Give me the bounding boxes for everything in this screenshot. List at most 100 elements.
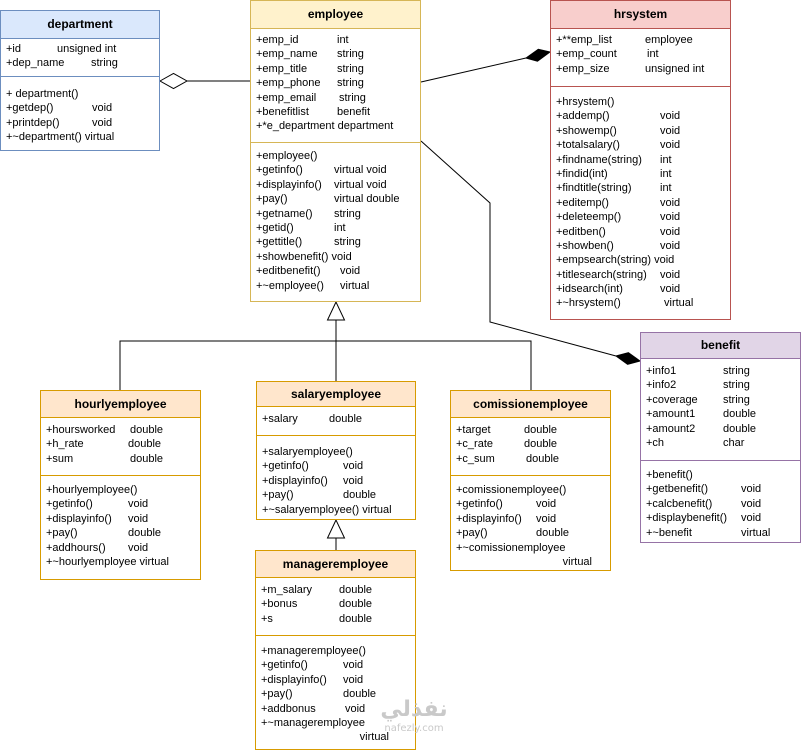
method: +getbenefit() void bbox=[646, 482, 800, 496]
attribute-type: benefit bbox=[337, 105, 371, 118]
method-name: +getinfo() bbox=[262, 460, 309, 473]
method-name: +displaybenefit() bbox=[646, 512, 728, 525]
method-name: +~employee() bbox=[256, 279, 324, 292]
attribute-name: +target bbox=[456, 424, 491, 436]
method: +editben()void bbox=[556, 225, 730, 239]
attribute-type: double bbox=[723, 408, 757, 421]
generalization-line-subclasses-employee bbox=[119, 340, 532, 390]
method-return-type: double bbox=[343, 688, 377, 701]
attribute-type: string bbox=[723, 379, 750, 392]
method-name: +~benefit bbox=[646, 526, 692, 539]
method-list: +hrsystem() +addemp()void +showemp()void… bbox=[551, 86, 730, 314]
attribute-type: double bbox=[128, 438, 162, 451]
attribute-type: double bbox=[329, 413, 363, 425]
attribute-type: string bbox=[91, 57, 118, 70]
attribute-name: +emp_name bbox=[256, 48, 318, 61]
attribute-name: +coverage bbox=[646, 393, 698, 406]
method-return-type: void bbox=[741, 483, 762, 496]
method: +findname(string)int bbox=[556, 153, 730, 167]
attribute-name: +hoursworked bbox=[46, 424, 116, 436]
attribute: +amount1 double bbox=[646, 407, 800, 421]
method-name: +idsearch(int) bbox=[556, 283, 623, 296]
attribute-type: double bbox=[339, 584, 373, 596]
method: +displayinfo()void bbox=[46, 512, 200, 526]
method-name: +findname(string) bbox=[556, 153, 642, 166]
method-name: +getinfo() bbox=[261, 659, 308, 672]
attribute-type: string bbox=[337, 48, 364, 61]
method-name: +editbenefit() bbox=[256, 265, 321, 278]
method-list: +benefit() +getbenefit()void +calcbenefi… bbox=[641, 460, 800, 543]
method-name: +showben() bbox=[556, 239, 614, 252]
method-return-type: virtual bbox=[340, 279, 370, 292]
method-name: +pay() bbox=[46, 527, 78, 540]
attribute-type: double bbox=[524, 438, 558, 451]
method: +employee() bbox=[256, 149, 420, 163]
method-return-type: void bbox=[660, 239, 681, 252]
method-name: +pay() bbox=[262, 489, 294, 502]
method: +~hourlyemployee virtual bbox=[46, 555, 200, 569]
method-name: +hourlyemployee() bbox=[46, 484, 138, 496]
method-name: +getinfo() bbox=[456, 498, 503, 511]
attribute: +info2 string bbox=[646, 378, 800, 392]
attribute-name: +amount1 bbox=[646, 408, 696, 421]
method: +pay()double bbox=[262, 488, 415, 502]
method-name: +calcbenefit() bbox=[646, 497, 713, 510]
method-name: +getbenefit() bbox=[646, 483, 709, 496]
method-list: + department() +getdep()void +printdep()… bbox=[1, 76, 159, 148]
method-name: +~hourlyemployee virtual bbox=[46, 555, 169, 568]
method-return-type: virtual double bbox=[334, 193, 400, 206]
method: +displayinfo() virtual void bbox=[256, 178, 420, 192]
method-name: +showbenefit() void bbox=[256, 250, 352, 263]
method: +getinfo()void bbox=[456, 497, 610, 511]
method: +showben() void bbox=[556, 239, 730, 253]
method-name: +displayinfo() bbox=[256, 178, 322, 191]
attribute-type: char bbox=[723, 436, 745, 449]
method-name: +pay() bbox=[261, 688, 293, 701]
attribute-name: +bonus bbox=[261, 598, 298, 611]
method-name: +hrsystem() bbox=[556, 96, 615, 108]
method: +findid(int)int bbox=[556, 167, 730, 181]
method: +~hrsystem()virtual bbox=[556, 296, 730, 310]
method-name: +getname() bbox=[256, 207, 313, 220]
method-return-type: int bbox=[660, 167, 672, 180]
attribute-name: +info1 bbox=[646, 365, 677, 377]
method-return-type: void bbox=[128, 541, 149, 554]
method-return-type: virtual bbox=[562, 555, 592, 568]
method-name: +~manageremployee bbox=[261, 716, 365, 729]
attribute-name: +info2 bbox=[646, 379, 677, 392]
method-name: +showemp() bbox=[556, 124, 617, 137]
method: +comissionemployee() bbox=[456, 483, 610, 497]
method-name: +~salaryemployee() virtual bbox=[262, 503, 392, 516]
method-list: +salaryemployee() +getinfo()void +displa… bbox=[257, 435, 415, 520]
method-return-type: void bbox=[343, 474, 364, 487]
method-name: +getid() bbox=[256, 221, 294, 234]
method-return-type: double bbox=[128, 527, 162, 540]
method-return-type: virtual void bbox=[334, 178, 387, 191]
method-name: +~hrsystem() bbox=[556, 297, 621, 310]
